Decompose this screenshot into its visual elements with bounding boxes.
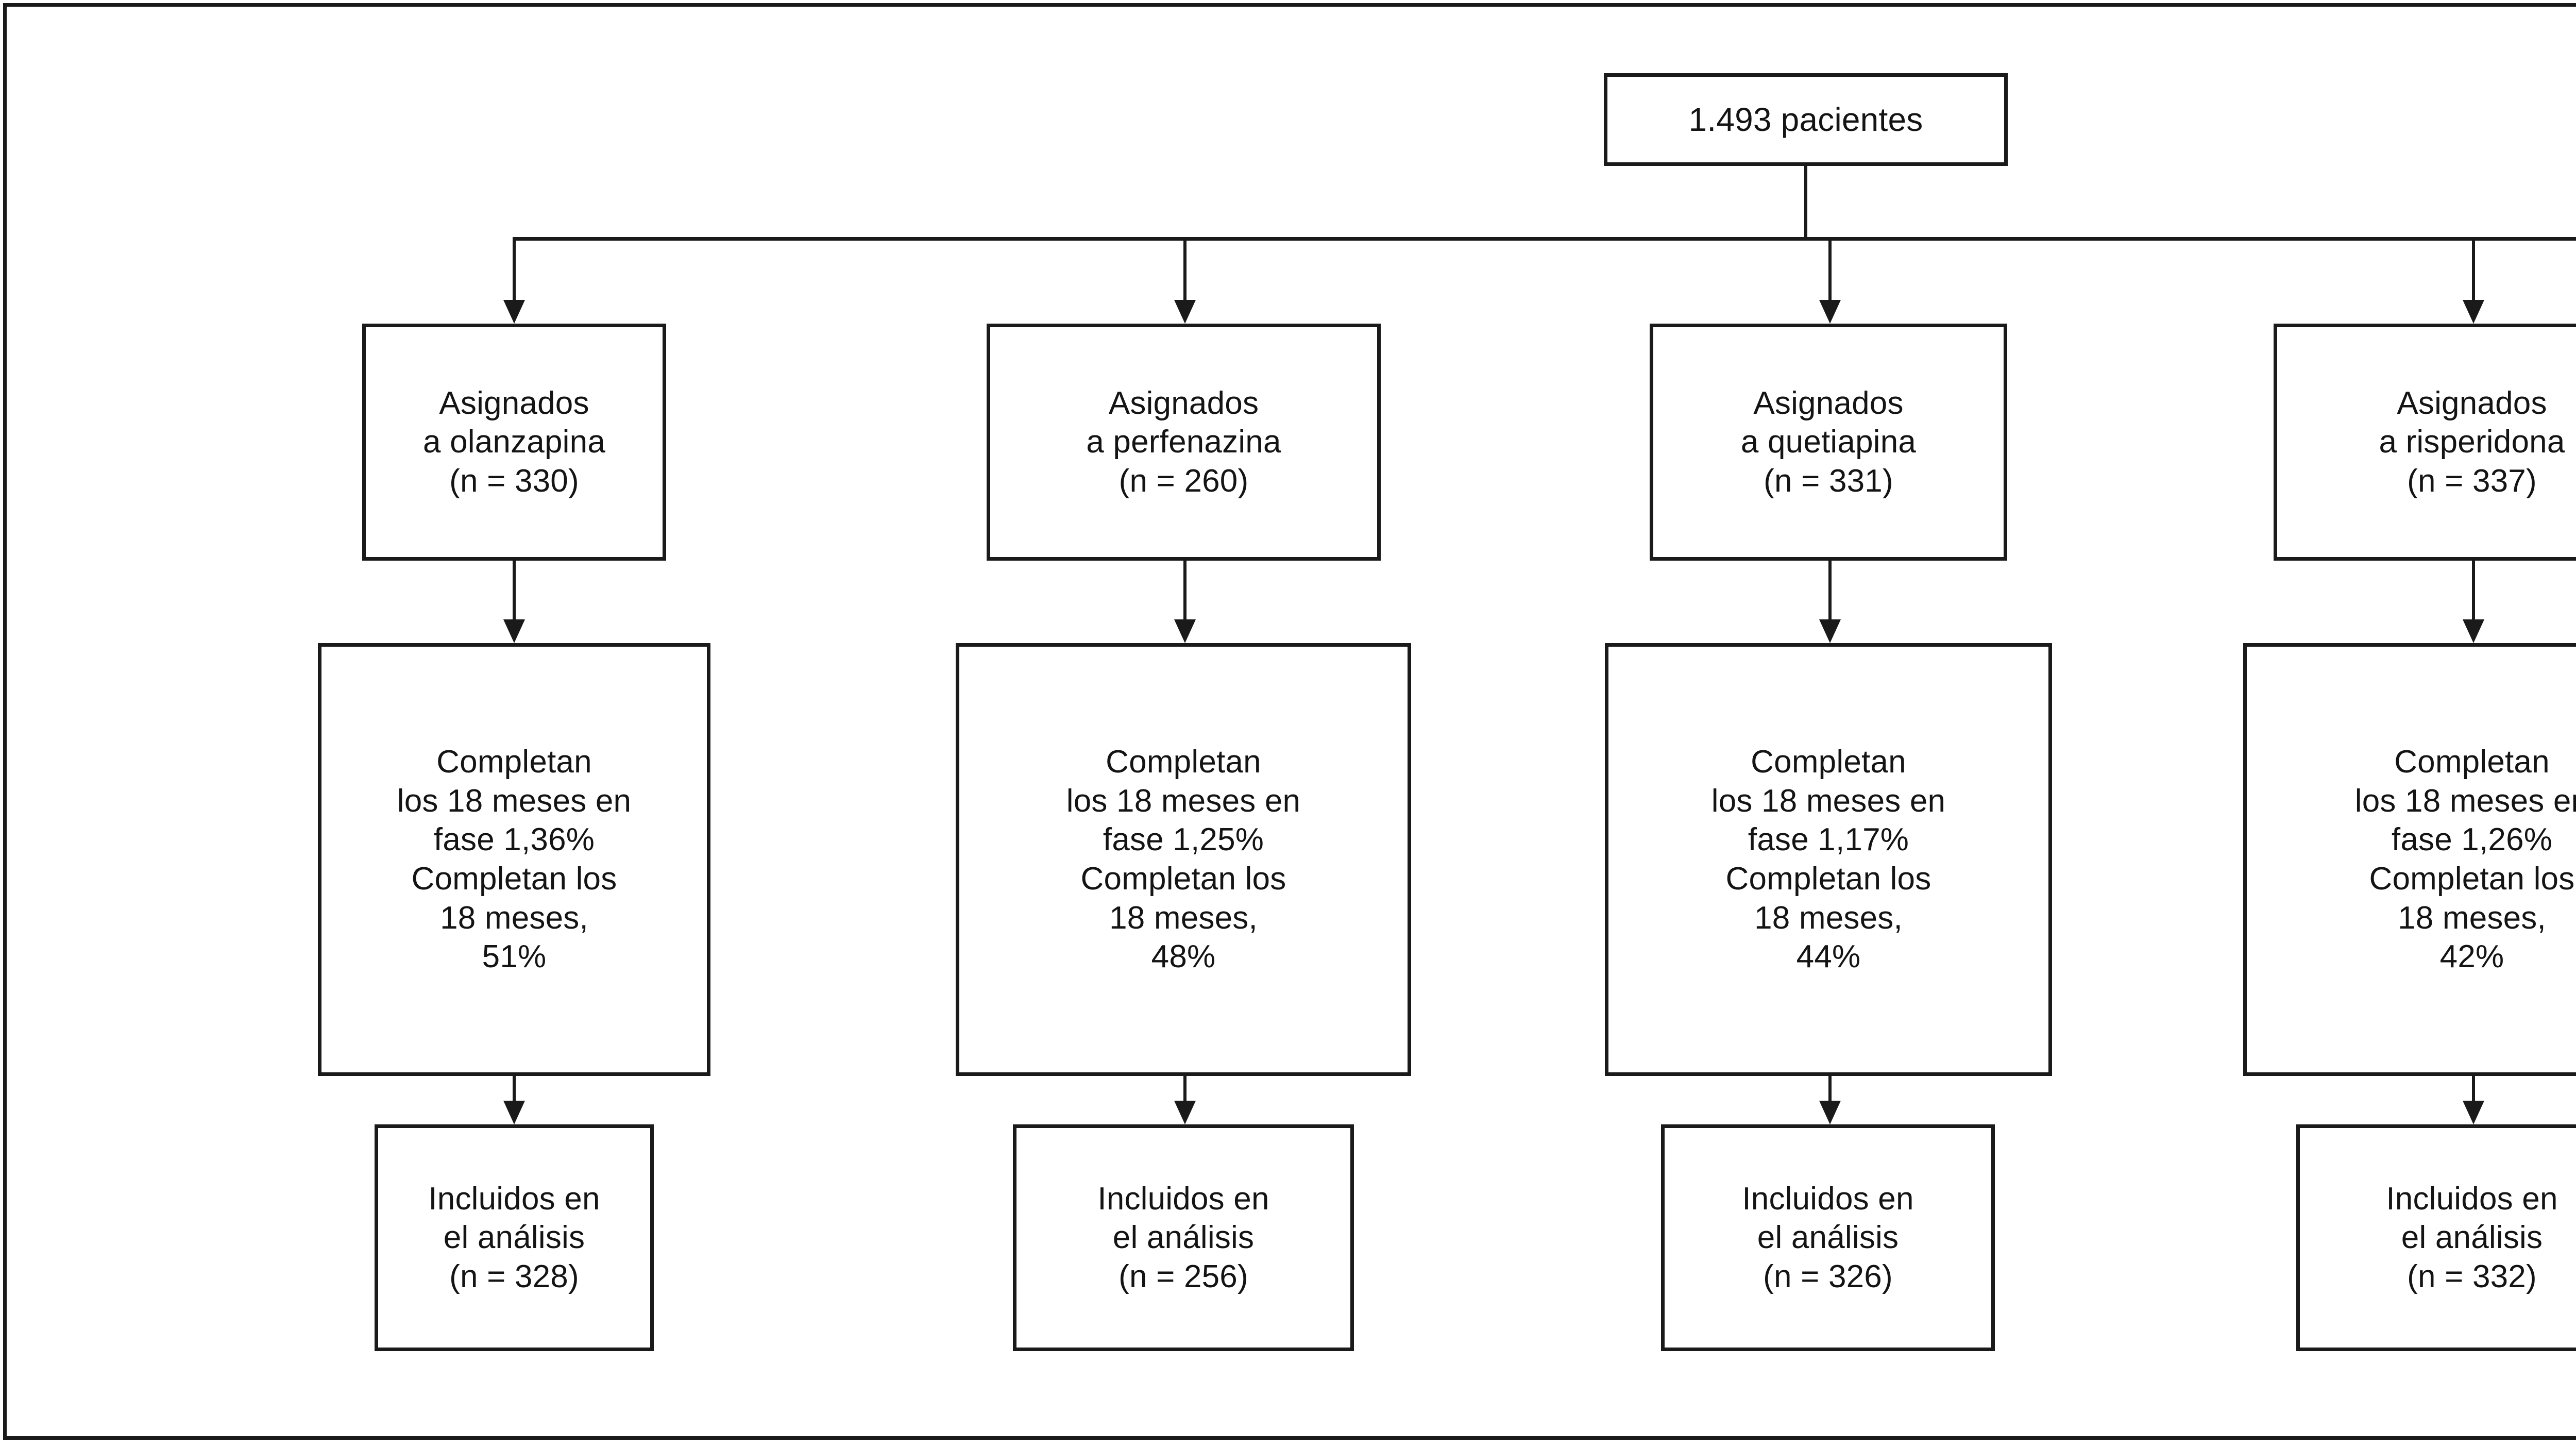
arrowhead-col3-included <box>1819 1101 1841 1124</box>
connector-col1-assigned-to-completed <box>513 561 516 621</box>
connector-bus-to-col4 <box>2472 237 2475 304</box>
node-total-patients-label: 1.493 pacientes <box>1688 100 1923 138</box>
node-completed-quetiapina: Completan los 18 meses en fase 1,17% Com… <box>1605 643 2052 1076</box>
arrowhead-col1-assigned <box>503 300 525 324</box>
connector-col2-assigned-to-completed <box>1183 561 1187 621</box>
node-completed-quetiapina-label: Completan los 18 meses en fase 1,17% Com… <box>1711 744 1946 975</box>
node-included-risperidona-label: Incluidos en el análisis (n = 332) <box>2386 1181 2558 1294</box>
node-included-quetiapina: Incluidos en el análisis (n = 326) <box>1661 1124 1995 1351</box>
node-included-quetiapina-label: Incluidos en el análisis (n = 326) <box>1742 1181 1914 1294</box>
arrowhead-col1-completed <box>503 619 525 643</box>
node-assigned-perfenazina: Asignados a perfenazina (n = 260) <box>987 324 1381 561</box>
node-completed-risperidona: Completan los 18 meses en fase 1,26% Com… <box>2243 643 2576 1076</box>
node-assigned-risperidona: Asignados a risperidona (n = 337) <box>2274 324 2576 561</box>
connector-bus-to-col1 <box>513 237 516 304</box>
connector-col4-completed-to-included <box>2472 1076 2475 1103</box>
node-completed-olanzapina: Completan los 18 meses en fase 1,36% Com… <box>318 643 710 1076</box>
connector-col2-completed-to-included <box>1183 1076 1187 1103</box>
arrowhead-col3-assigned <box>1819 300 1841 324</box>
node-total-patients: 1.493 pacientes <box>1604 73 2008 166</box>
arrowhead-col3-completed <box>1819 619 1841 643</box>
connector-col1-completed-to-included <box>513 1076 516 1103</box>
node-completed-perfenazina-label: Completan los 18 meses en fase 1,25% Com… <box>1066 744 1301 975</box>
node-included-olanzapina: Incluidos en el análisis (n = 328) <box>375 1124 654 1351</box>
node-assigned-perfenazina-label: Asignados a perfenazina (n = 260) <box>1086 385 1281 499</box>
node-assigned-quetiapina: Asignados a quetiapina (n = 331) <box>1650 324 2007 561</box>
arrowhead-col2-assigned <box>1174 300 1196 324</box>
connector-col4-assigned-to-completed <box>2472 561 2475 621</box>
connector-bus-to-col2 <box>1183 237 1187 304</box>
node-completed-olanzapina-label: Completan los 18 meses en fase 1,36% Com… <box>397 744 632 975</box>
connector-bus-to-col3 <box>1828 237 1832 304</box>
node-included-perfenazina: Incluidos en el análisis (n = 256) <box>1013 1124 1354 1351</box>
arrowhead-col4-included <box>2463 1101 2484 1124</box>
node-completed-risperidona-label: Completan los 18 meses en fase 1,26% Com… <box>2354 744 2576 975</box>
node-included-risperidona: Incluidos en el análisis (n = 332) <box>2296 1124 2576 1351</box>
node-completed-perfenazina: Completan los 18 meses en fase 1,25% Com… <box>956 643 1411 1076</box>
connector-root-stem <box>1804 166 1807 237</box>
arrowhead-col4-completed <box>2463 619 2484 643</box>
arrowhead-col4-assigned <box>2463 300 2484 324</box>
connector-horizontal-bus <box>513 237 2576 241</box>
node-assigned-risperidona-label: Asignados a risperidona (n = 337) <box>2379 385 2565 499</box>
node-assigned-olanzapina-label: Asignados a olanzapina (n = 330) <box>422 385 606 499</box>
arrowhead-col2-completed <box>1174 619 1196 643</box>
node-assigned-olanzapina: Asignados a olanzapina (n = 330) <box>362 324 666 561</box>
arrowhead-col1-included <box>503 1101 525 1124</box>
connector-col3-completed-to-included <box>1828 1076 1832 1103</box>
node-assigned-quetiapina-label: Asignados a quetiapina (n = 331) <box>1740 385 1917 499</box>
node-included-olanzapina-label: Incluidos en el análisis (n = 328) <box>428 1181 600 1294</box>
node-included-perfenazina-label: Incluidos en el análisis (n = 256) <box>1097 1181 1269 1294</box>
connector-col3-assigned-to-completed <box>1828 561 1832 621</box>
arrowhead-col2-included <box>1174 1101 1196 1124</box>
